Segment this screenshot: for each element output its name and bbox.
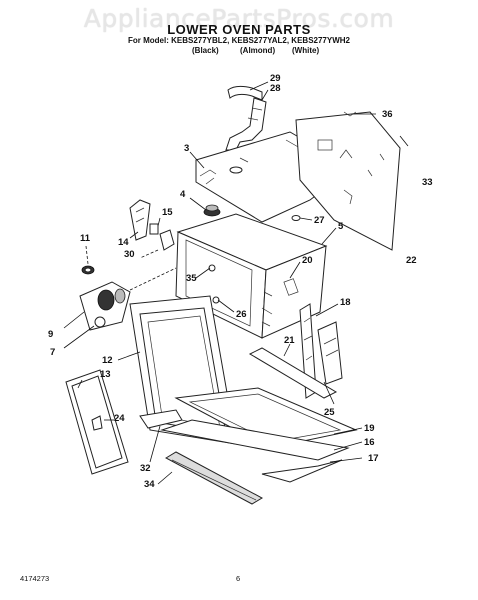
callout-27: 27: [314, 215, 325, 226]
callout-33: 33: [422, 177, 433, 188]
screw-part: [291, 215, 313, 221]
callout-4: 4: [180, 189, 186, 200]
latch-bracket-part: [129, 199, 175, 259]
callout-15: 15: [162, 207, 173, 218]
watermark: AppliancePartsPros.com: [83, 4, 395, 33]
callout-28: 28: [270, 83, 281, 94]
color-white: (White): [292, 46, 320, 55]
callout-34: 34: [144, 479, 155, 490]
callout-5: 5: [338, 221, 344, 232]
callout-17: 17: [368, 453, 379, 464]
door-frame-part: [117, 295, 237, 445]
callout-19: 19: [364, 423, 375, 434]
callout-22: 22: [406, 255, 417, 266]
color-almond: (Almond): [240, 46, 276, 55]
callout-36: 36: [382, 109, 393, 120]
sensor-knob-part: [189, 197, 221, 217]
callout-16: 16: [364, 437, 375, 448]
color-black: (Black): [192, 46, 219, 55]
callout-14: 14: [118, 237, 129, 248]
model-line: For Model: KEBS277YBL2, KEBS277YAL2, KEB…: [128, 36, 350, 45]
callout-26: 26: [236, 309, 247, 320]
callout-29: 29: [270, 73, 281, 84]
callout-7: 7: [50, 347, 56, 358]
light-assembly-part: [63, 267, 177, 349]
callout-3: 3: [184, 143, 190, 154]
callout-12: 12: [102, 355, 113, 366]
hinge-slide-part: [248, 303, 343, 405]
diagram-title: LOWER OVEN PARTS: [167, 22, 311, 37]
vent-tube-part: [225, 81, 269, 151]
doc-number: 4174273: [20, 574, 50, 583]
callout-32: 32: [140, 463, 151, 474]
bottom-panels-part: [160, 387, 363, 483]
callout-24: 24: [114, 413, 125, 424]
rear-panel-part: [295, 111, 409, 251]
bottom-trim-part: [139, 409, 264, 505]
light-socket-part: [81, 245, 95, 275]
callout-21: 21: [284, 335, 295, 346]
page-number: 6: [236, 574, 241, 583]
callout-9: 9: [48, 329, 54, 340]
callout-35: 35: [186, 273, 197, 284]
gasket-clip-part: [91, 415, 114, 431]
callout-11: 11: [80, 233, 91, 244]
callout-25: 25: [324, 407, 335, 418]
door-gasket-part: [65, 369, 129, 475]
callout-30: 30: [124, 249, 135, 260]
callout-20: 20: [302, 255, 313, 266]
callout-13: 13: [100, 369, 111, 380]
callout-18: 18: [340, 297, 351, 308]
